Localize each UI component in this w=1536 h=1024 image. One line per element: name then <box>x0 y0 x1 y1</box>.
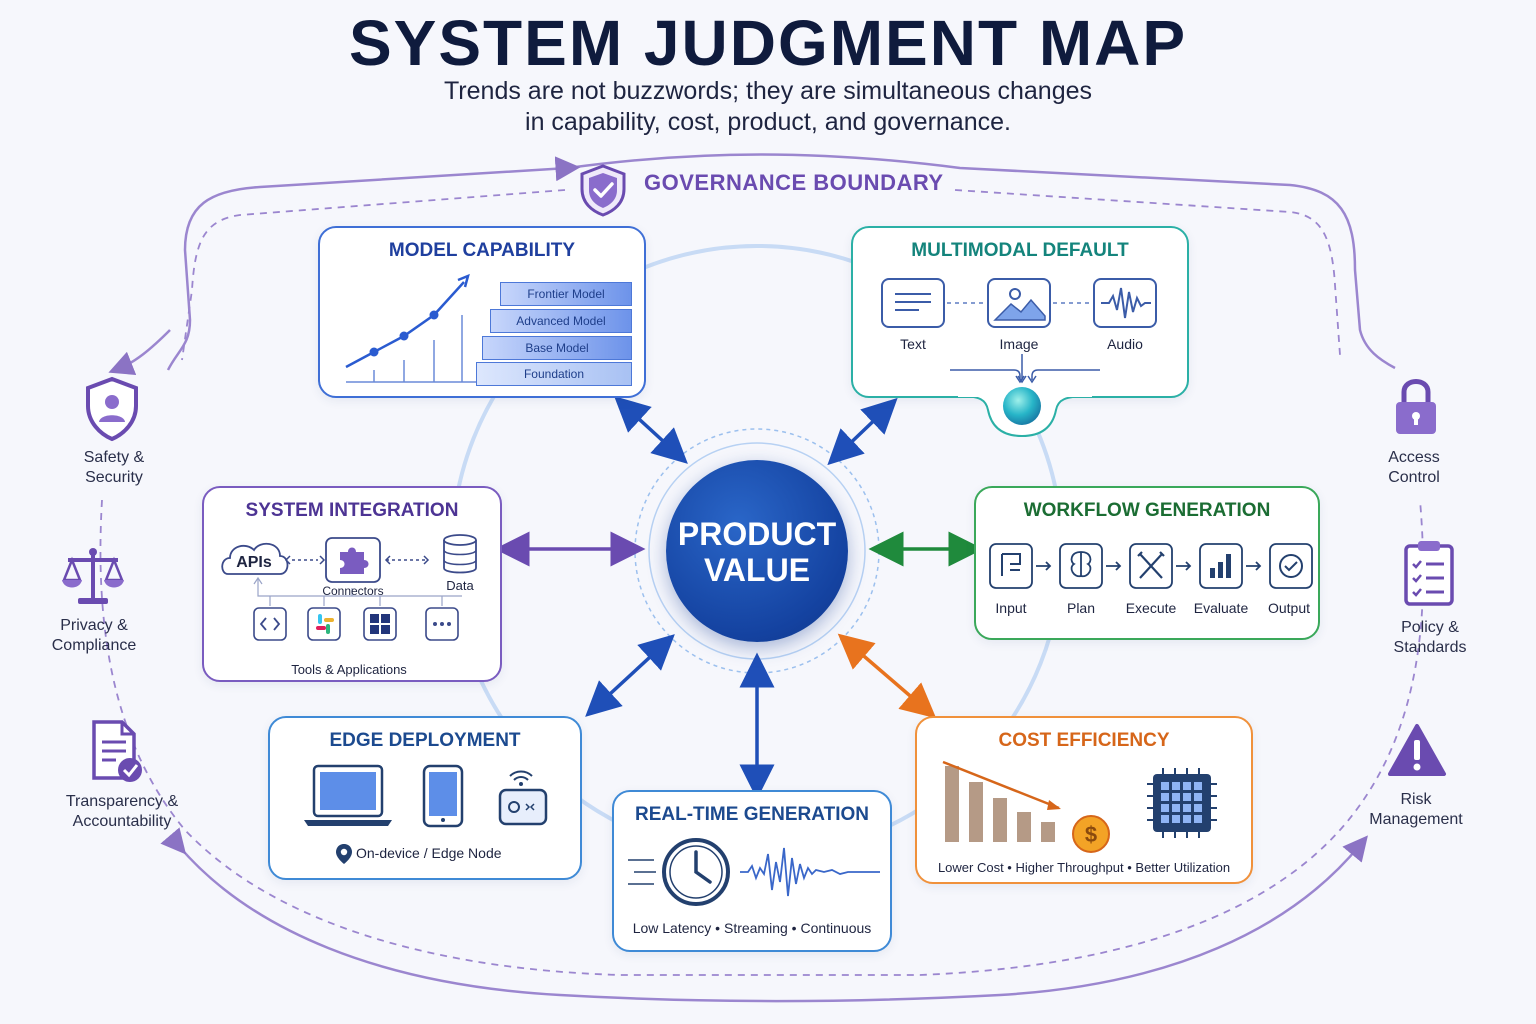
risk-management-label: Risk Management <box>1336 790 1496 830</box>
label-data: Data <box>446 578 474 593</box>
cost-efficiency-card: COST EFFICIENCY $ <box>915 716 1253 884</box>
access-control-line-1: Access <box>1388 449 1440 466</box>
transparency-accountability-line-1: Transparency & <box>65 793 179 810</box>
realtime-caption: Low Latency • Streaming • Continuous <box>632 920 872 936</box>
arrow-model-capability <box>614 396 688 464</box>
cost-chart-chip-icon: $ <box>942 760 1217 853</box>
warning-icon <box>1388 724 1446 776</box>
label-tools-applications: Tools & Applications <box>291 662 407 677</box>
label-image: Image <box>999 336 1039 352</box>
safety-security-line-2: Security <box>85 469 143 486</box>
arrow-cost <box>837 633 937 719</box>
layer-foundation: Foundation <box>476 362 632 386</box>
audio-waveform-icon <box>1093 278 1157 328</box>
risk-management-line-1: Risk <box>1400 791 1432 808</box>
text-icon <box>881 278 945 328</box>
subtitle-line-1: Trends are not buzzwords; they are simul… <box>443 77 1093 105</box>
system-integration-card: SYSTEM INTEGRATION <box>202 486 502 682</box>
workflow-generation-card: WORKFLOW GENERATION Input Plan Execute E… <box>974 486 1320 640</box>
page-title: SYSTEM JUDGMENT MAP <box>348 7 1188 79</box>
location-pin-icon <box>336 844 352 864</box>
page-subtitle: Trends are not buzzwords; they are simul… <box>0 76 1536 138</box>
policy-standards-line-1: Policy & <box>1401 619 1459 636</box>
document-check-icon <box>92 720 142 782</box>
governance-boundary-outer <box>166 155 1396 371</box>
real-time-generation-card: REAL-TIME GENERATION Low Latency • Strea… <box>612 790 892 952</box>
step-execute: Execute <box>1125 600 1177 616</box>
workflow-steps-icons <box>989 543 1313 589</box>
edge-devices-icon <box>304 764 548 828</box>
step-output: Output <box>1267 600 1311 616</box>
cost-caption: Lower Cost • Higher Throughput • Better … <box>937 860 1231 875</box>
multimodal-fusion <box>950 354 1100 438</box>
subtitle-line-2: in capability, cost, product, and govern… <box>525 108 1011 136</box>
governance-boundary-inner <box>99 189 1425 976</box>
product-value-line-1: PRODUCT <box>677 516 837 552</box>
clock-waveform-icon <box>628 838 880 906</box>
step-input: Input <box>995 600 1027 616</box>
system-integration-title: SYSTEM INTEGRATION <box>245 500 459 521</box>
label-audio: Audio <box>1107 336 1143 352</box>
product-value-label: PRODUCT VALUE <box>666 516 848 588</box>
layer-advanced-model: Advanced Model <box>490 309 632 333</box>
governance-boundary-bottom <box>160 827 1368 1003</box>
cost-efficiency-title: COST EFFICIENCY <box>998 730 1170 751</box>
privacy-compliance-line-1: Privacy & <box>60 617 128 634</box>
layer-base-model: Base Model <box>482 336 632 360</box>
edge-deployment-title: EDGE DEPLOYMENT <box>329 730 521 751</box>
label-text: Text <box>900 336 926 352</box>
multimodal-dashes <box>947 302 1091 304</box>
user-shield-icon <box>86 376 138 442</box>
governance-boundary-label: GOVERNANCE BOUNDARY <box>644 170 944 195</box>
layer-frontier-model: Frontier Model <box>500 282 632 306</box>
policy-standards-label: Policy & Standards <box>1350 618 1510 658</box>
shield-check-icon <box>580 164 626 217</box>
label-apis: APIs <box>236 554 272 571</box>
policy-standards-line-2: Standards <box>1393 639 1467 656</box>
workflow-generation-title: WORKFLOW GENERATION <box>1023 500 1271 521</box>
product-value-line-2: VALUE <box>703 552 811 588</box>
svg-text:$: $ <box>1085 822 1097 847</box>
governance-boundary-left-arrow <box>108 329 171 375</box>
privacy-compliance-line-2: Compliance <box>51 637 137 654</box>
product-value-circle <box>666 460 848 642</box>
access-control-label: Access Control <box>1334 448 1494 488</box>
real-time-generation-title: REAL-TIME GENERATION <box>635 804 869 825</box>
integration-diagram <box>221 534 477 641</box>
lock-icon <box>1396 379 1436 434</box>
scales-icon <box>62 548 124 604</box>
privacy-compliance-label: Privacy & Compliance <box>14 616 174 656</box>
risk-management-line-2: Management <box>1369 811 1463 828</box>
label-connectors: Connectors <box>322 584 384 598</box>
checklist-clipboard-icon <box>1404 541 1454 606</box>
arrow-edge <box>585 634 675 717</box>
safety-security-line-1: Safety & <box>83 449 145 466</box>
edge-deployment-card: EDGE DEPLOYMENT On-device / Edge Node <box>268 716 582 880</box>
image-icon <box>987 278 1051 328</box>
step-plan: Plan <box>1066 600 1096 616</box>
edge-caption: On-device / Edge Node <box>356 845 502 861</box>
model-capability-title: MODEL CAPABILITY <box>388 240 576 261</box>
access-control-line-2: Control <box>1388 469 1440 486</box>
arrow-multimodal <box>827 397 898 466</box>
step-evaluate: Evaluate <box>1193 600 1249 616</box>
model-capability-card: MODEL CAPABILITY Frontier Model Advanced… <box>318 226 646 398</box>
transparency-accountability-label: Transparency & Accountability <box>42 792 202 832</box>
safety-security-label: Safety & Security <box>34 448 194 488</box>
growth-chart-icon <box>345 273 482 383</box>
multimodal-default-card: MULTIMODAL DEFAULT Text Image Audio <box>851 226 1189 398</box>
multimodal-default-title: MULTIMODAL DEFAULT <box>911 240 1129 261</box>
transparency-accountability-line-2: Accountability <box>72 813 172 830</box>
